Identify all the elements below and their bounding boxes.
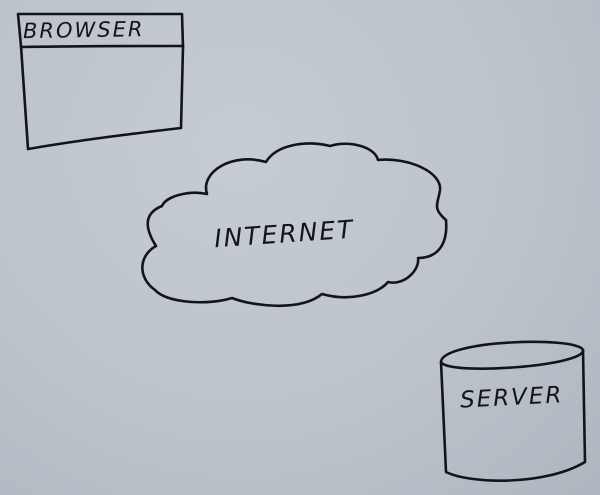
internet-cloud bbox=[141, 142, 448, 308]
server-cylinder-top bbox=[439, 340, 585, 370]
internet-label: INTERNET bbox=[213, 215, 355, 254]
server-node: SERVER bbox=[439, 340, 587, 482]
browser-node: BROWSER bbox=[16, 12, 185, 151]
server-cylinder-body bbox=[439, 348, 587, 482]
server-label: SERVER bbox=[459, 382, 564, 413]
browser-label: BROWSER bbox=[23, 17, 145, 43]
internet-node: INTERNET bbox=[141, 142, 448, 308]
browser-title-bar-divider bbox=[19, 44, 185, 49]
